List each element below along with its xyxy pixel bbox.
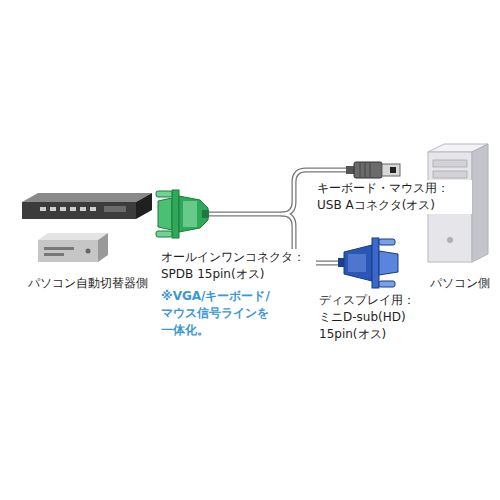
- connector-label: キーボード・マウス用： USB Aコネクタ(オス): [316, 180, 472, 214]
- connector-label: オールインワンコネクタ： SPDB 15pin(オス): [160, 249, 316, 283]
- vga-connector: [338, 238, 398, 288]
- kvm-switch-desktop: [38, 233, 108, 262]
- connector-label: ディスプレイ用： ミニD-sub(HD) 15pin(オス): [318, 292, 436, 343]
- device-label: パソコン自動切替器側: [20, 275, 156, 292]
- device-label: パソコン側: [424, 275, 496, 292]
- usb-a-connector: [346, 162, 400, 178]
- note-text: ※VGA/キーボード/ マウス信号ラインを 一体化。: [160, 288, 284, 339]
- kvm-switch-rack: [22, 193, 152, 219]
- spdb-connector: [156, 190, 209, 238]
